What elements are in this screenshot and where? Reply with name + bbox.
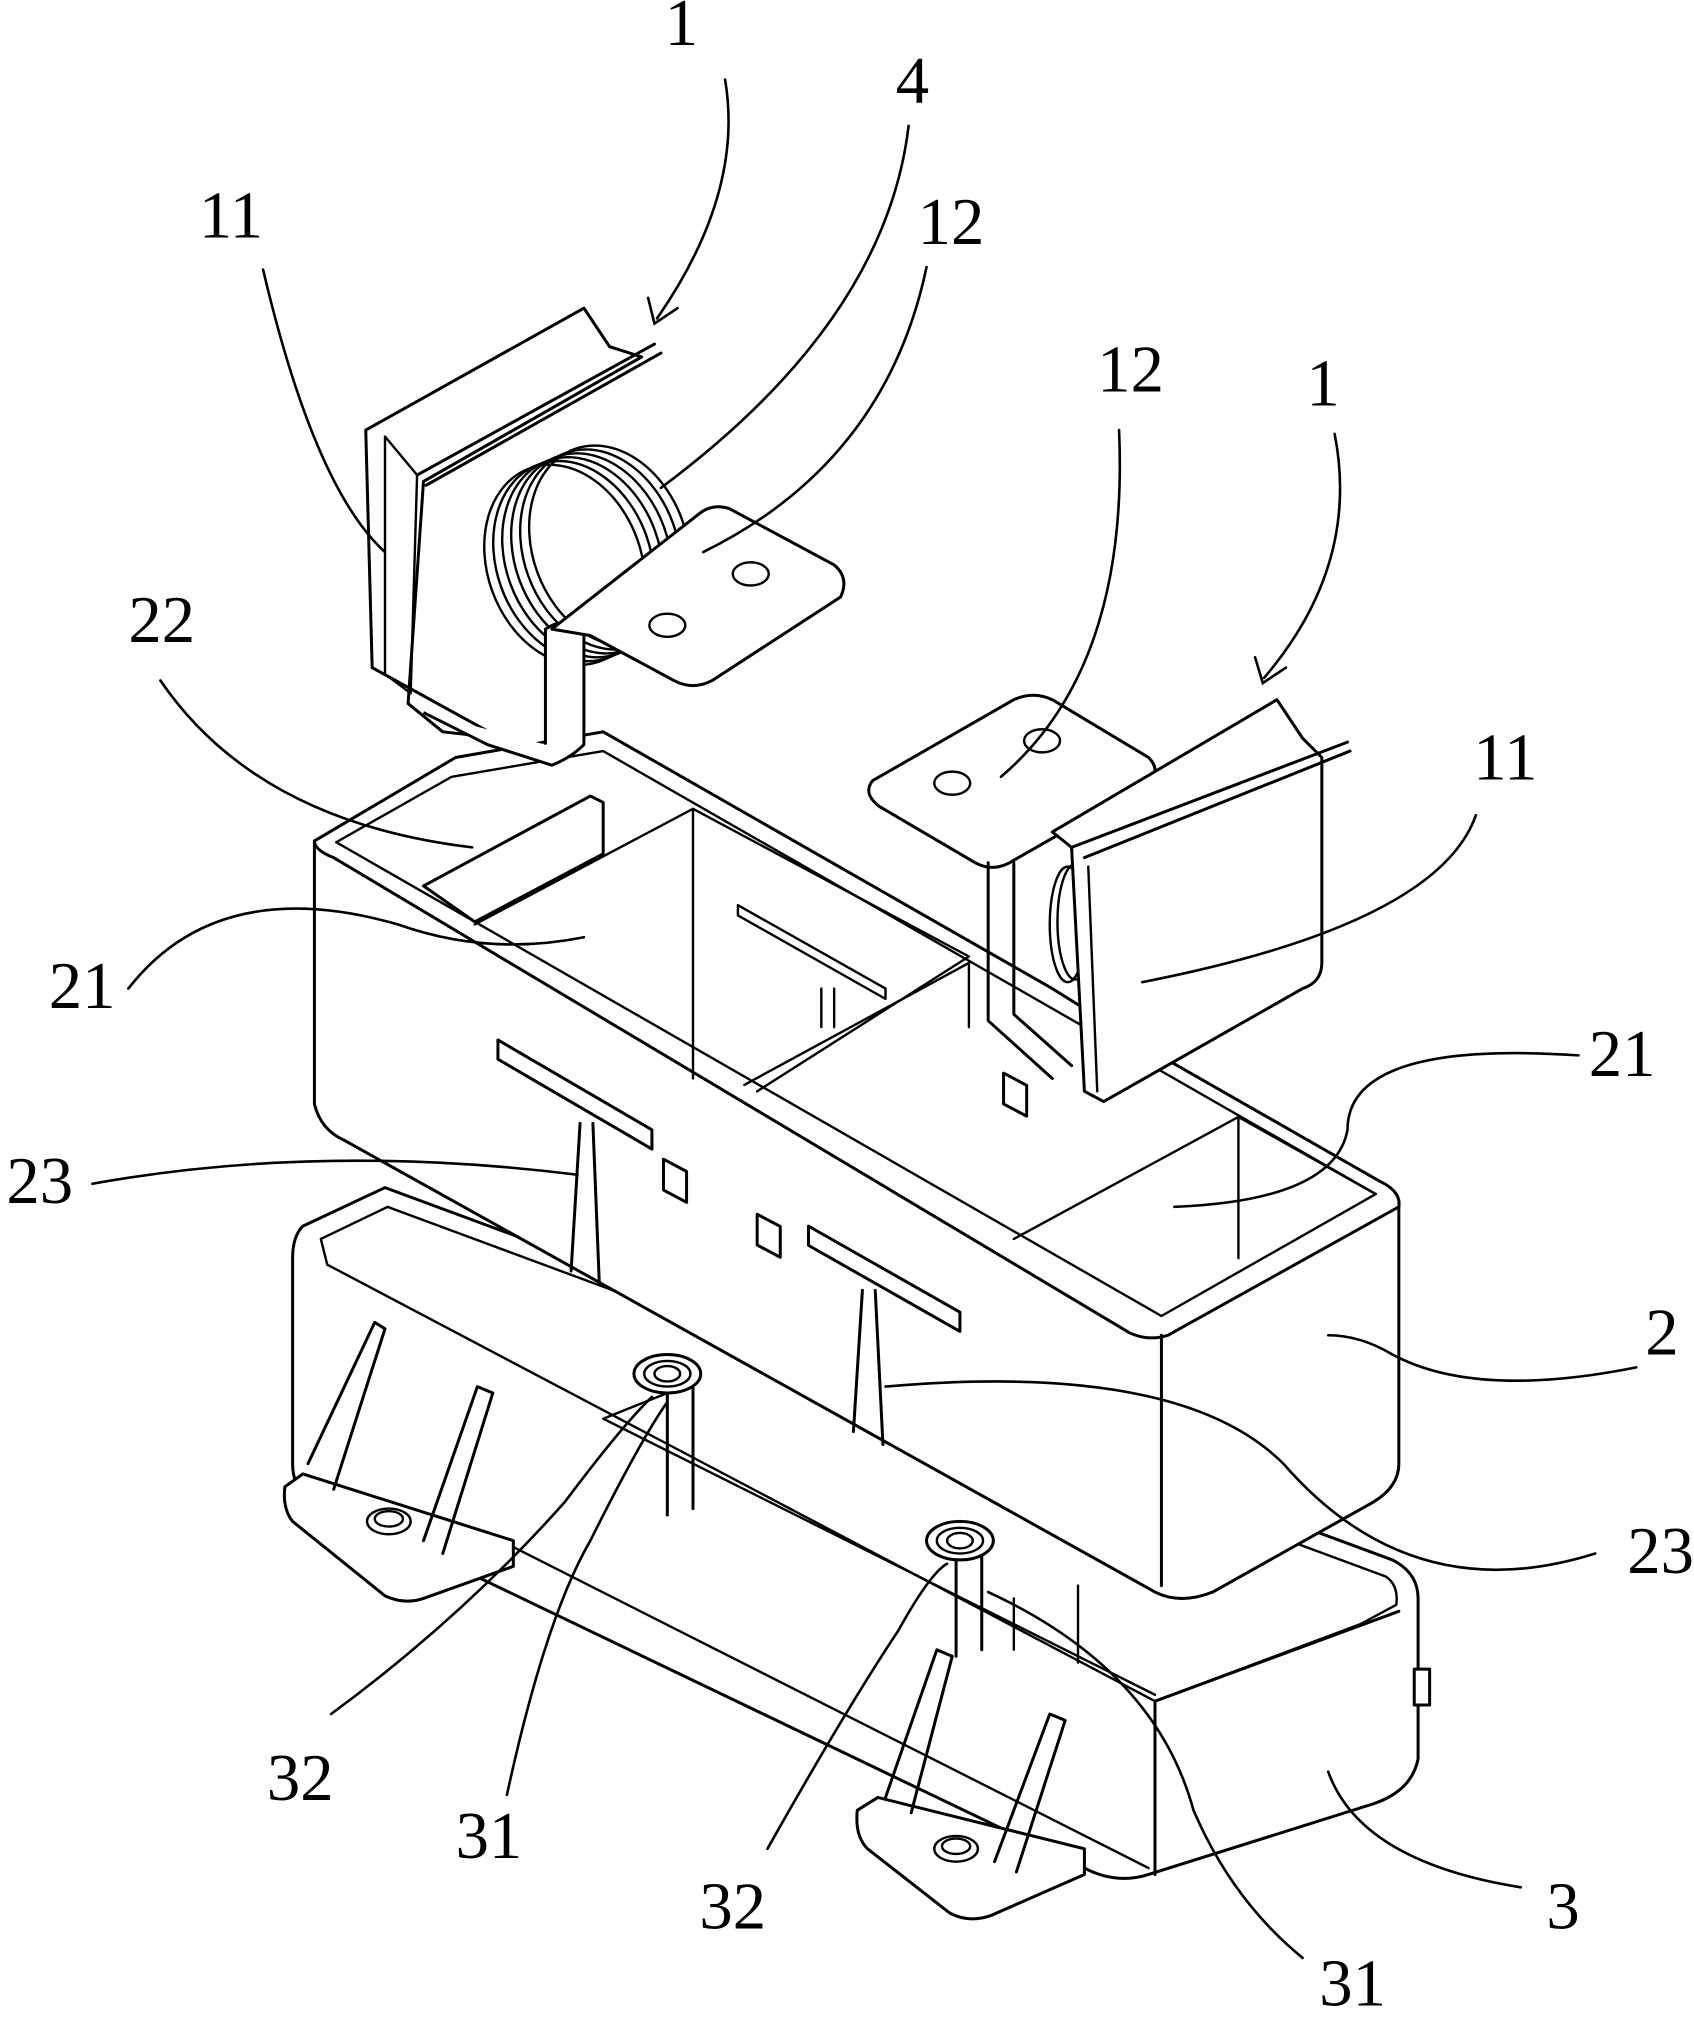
right-foot-hole xyxy=(934,1836,978,1862)
base-top-rim xyxy=(293,1188,1418,1879)
base-front-edge xyxy=(1155,1611,1399,1874)
leader-rib-left xyxy=(92,1161,577,1184)
right-clip xyxy=(869,695,1350,1101)
right-mount-hole-2 xyxy=(1024,729,1060,752)
leader-side-plate-left xyxy=(263,270,385,552)
label-rib-left: 23 xyxy=(6,1145,73,1218)
leader-cavity-left xyxy=(128,909,584,989)
label-mount-plate-left: 12 xyxy=(918,186,985,259)
label-post-left: 31 xyxy=(456,1800,523,1873)
right-post xyxy=(956,1547,982,1656)
base-bottom-line xyxy=(513,1547,1148,1868)
inner-slot xyxy=(738,905,886,999)
right-clip-leg xyxy=(988,863,1071,1079)
leader-housing xyxy=(1328,1335,1636,1380)
left-post xyxy=(667,1387,693,1515)
label-divider: 22 xyxy=(128,584,195,657)
left-gusset-1 xyxy=(308,1322,385,1489)
leader-mount-plate-right xyxy=(1001,430,1120,777)
label-side-plate-right: 11 xyxy=(1473,721,1537,794)
base-part xyxy=(284,1188,1429,1919)
right-mount-hole-1 xyxy=(934,772,970,795)
leader-side-plate-right xyxy=(1142,815,1476,982)
left-side-plate xyxy=(366,308,642,738)
right-side-plate-inner xyxy=(1088,867,1097,1092)
left-side-plate-fold xyxy=(417,344,661,485)
inner-slot-2 xyxy=(821,989,834,1028)
label-housing: 2 xyxy=(1645,1296,1678,1369)
left-foot-hole-inner xyxy=(375,1511,403,1526)
leader-divider xyxy=(160,680,472,847)
label-side-plate-left: 11 xyxy=(199,180,263,253)
left-mount-plate xyxy=(552,507,844,686)
housing-part xyxy=(314,732,1399,1599)
left-clip-body xyxy=(424,623,584,766)
label-clip-right: 1 xyxy=(1306,348,1339,421)
right-boss-ring xyxy=(937,1528,983,1554)
right-rib xyxy=(853,1290,883,1444)
left-mount-hole-2 xyxy=(733,562,769,585)
right-gusset-1 xyxy=(886,1650,953,1813)
base-channel-wall-2 xyxy=(1014,1586,1078,1663)
leader-boss-right xyxy=(767,1564,947,1849)
right-boss-hole xyxy=(947,1533,973,1548)
arrow-clip-left xyxy=(648,298,678,324)
leader-mount-plate-left xyxy=(703,267,926,552)
leader-post-left xyxy=(507,1402,667,1795)
divider-plate xyxy=(424,796,604,922)
cavity-wall-3 xyxy=(744,963,969,1085)
label-boss-right: 32 xyxy=(699,1870,766,1943)
arrow-clip-right xyxy=(1255,657,1286,683)
leader-lines xyxy=(92,80,1636,1958)
base-side-tab xyxy=(1414,1669,1429,1705)
leader-cavity-right xyxy=(1174,1053,1578,1207)
label-cavity-left: 21 xyxy=(49,950,116,1023)
window-3 xyxy=(1004,1073,1027,1116)
right-foot-hole-inner xyxy=(942,1839,970,1854)
left-clip xyxy=(366,308,844,765)
label-post-right: 31 xyxy=(1319,1947,1386,2017)
left-foot-hole xyxy=(367,1509,411,1535)
leader-rib-right xyxy=(886,1381,1596,1569)
front-slot-right xyxy=(809,1226,960,1331)
label-base: 3 xyxy=(1546,1870,1579,1943)
leader-boss-left xyxy=(331,1397,652,1714)
right-gusset-2 xyxy=(995,1714,1066,1872)
label-mount-plate-right: 12 xyxy=(1097,334,1164,407)
left-boss-hole xyxy=(655,1366,681,1381)
leader-spring xyxy=(661,126,909,488)
right-side-plate-fold xyxy=(1072,742,1350,858)
leader-post-right xyxy=(988,1592,1302,1958)
label-clip-left: 1 xyxy=(665,0,698,60)
base-channel-wall xyxy=(603,1393,1155,1695)
window-2 xyxy=(757,1214,780,1257)
label-rib-right: 23 xyxy=(1627,1515,1694,1588)
leader-clip-right xyxy=(1264,434,1340,678)
right-side-plate xyxy=(1052,700,1322,1102)
leader-clip-left xyxy=(657,80,728,319)
reference-numerals: 1 4 11 12 12 1 22 11 21 21 23 2 23 32 31… xyxy=(6,0,1694,2017)
left-gusset-2 xyxy=(424,1387,493,1554)
left-foot xyxy=(284,1474,513,1601)
window-1 xyxy=(663,1159,686,1202)
left-boss-ring xyxy=(644,1361,690,1387)
left-rib xyxy=(571,1123,599,1283)
housing-front-face xyxy=(314,841,1398,1598)
cavity-wall-2 xyxy=(693,809,969,1091)
left-side-plate-inner xyxy=(385,437,417,694)
label-boss-left: 32 xyxy=(267,1742,334,1815)
label-spring: 4 xyxy=(896,45,929,118)
front-slot-left xyxy=(498,1040,652,1149)
label-cavity-right: 21 xyxy=(1589,1018,1656,1091)
leader-base xyxy=(1328,1772,1521,1888)
left-mount-hole-1 xyxy=(649,614,685,637)
